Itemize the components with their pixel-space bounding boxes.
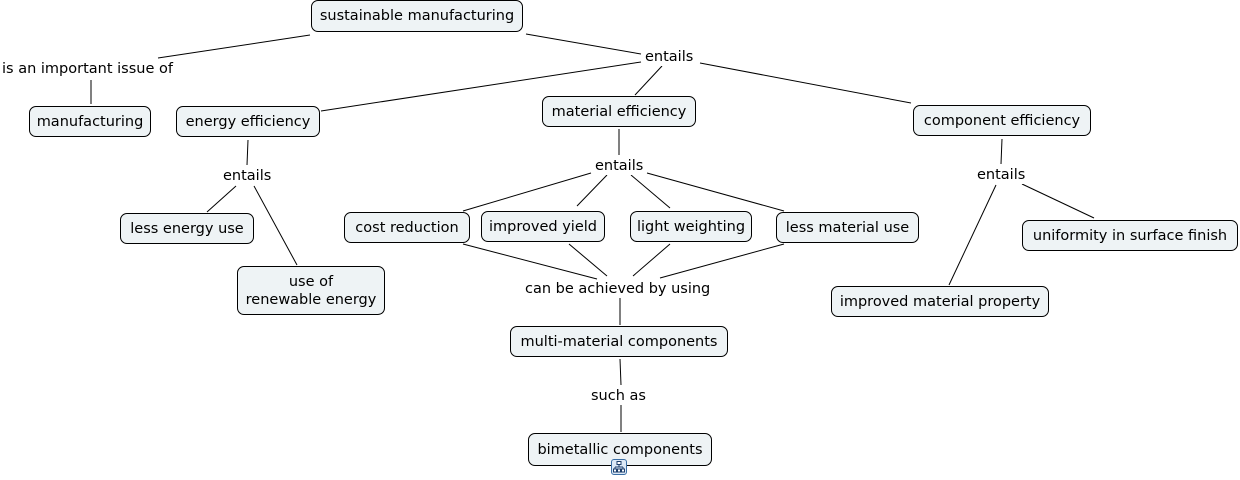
concept-sustainable-manufacturing[interactable]: sustainable manufacturing [311,0,523,32]
concept-less-material-use[interactable]: less material use [776,212,919,243]
link-entails-to-light [630,174,671,209]
link-less-material-to-achieved [659,243,785,279]
link-entails-to-energy [320,61,642,112]
concept-uniformity-in-surface-finish[interactable]: uniformity in surface finish [1022,220,1238,251]
concept-cost-reduction[interactable]: cost reduction [344,212,470,243]
concept-multi-material-components[interactable]: multi-material components [510,326,728,357]
concept-label-line1: use of [288,273,334,290]
concept-label: uniformity in surface finish [1032,227,1228,244]
link-phrase-entails-material[interactable]: entails [594,157,645,175]
concept-label: bimetallic components [537,441,703,458]
concept-label: material efficiency [551,103,687,120]
concept-component-efficiency[interactable]: component efficiency [913,105,1091,136]
concept-label: cost reduction [355,219,459,236]
concept-label: sustainable manufacturing [319,8,515,24]
concept-label: less material use [785,219,910,236]
hierarchy-icon [613,461,625,473]
link-entails-to-less-energy [206,185,237,213]
link-phrase-can-be-achieved-by-using[interactable]: can be achieved by using [524,280,712,298]
link-multi-to-such-as [619,358,622,386]
link-entails-to-material [634,65,663,96]
link-entails-to-component [699,62,912,104]
link-phrase-entails-component[interactable]: entails [976,166,1027,184]
concept-label: improved material property [839,293,1041,310]
link-component-to-entails [1000,138,1003,165]
concept-manufacturing[interactable]: manufacturing [29,106,151,137]
concept-label: less energy use [130,220,244,237]
link-phrase-entails-top[interactable]: entails [644,48,695,66]
link-phrase-entails-energy[interactable]: entails [222,167,273,185]
concept-bimetallic-components[interactable]: bimetallic components [528,433,712,466]
link-sm-to-issue [157,34,311,59]
concept-label: manufacturing [36,113,144,130]
link-entails-to-yield [576,174,608,207]
link-light-to-achieved [632,243,671,277]
link-entails-to-improved-property [948,184,997,286]
link-entails-to-less-material [646,172,785,212]
sub-concept-map-icon[interactable] [611,459,627,475]
link-phrase-such-as[interactable]: such as [590,387,647,405]
concept-label-line2: renewable energy [245,291,377,308]
concept-label: light weighting [636,218,746,235]
concept-light-weighting[interactable]: light weighting [630,211,752,242]
concept-improved-material-property[interactable]: improved material property [831,286,1049,317]
concept-label: component efficiency [923,112,1081,129]
link-energy-to-entails [246,139,249,166]
concept-material-efficiency[interactable]: material efficiency [542,96,696,127]
concept-improved-yield[interactable]: improved yield [481,211,605,242]
link-entails-to-uniformity [1021,183,1095,219]
concept-label: multi-material components [520,333,718,350]
link-yield-to-achieved [568,243,608,277]
concept-label: energy efficiency [185,113,311,130]
link-phrase-is-an-important-issue-of[interactable]: is an important issue of [1,60,174,78]
link-cost-to-achieved [462,243,598,280]
concept-energy-efficiency[interactable]: energy efficiency [176,106,320,137]
concept-use-of-renewable-energy[interactable]: use of renewable energy [237,266,385,315]
link-sm-to-entails [525,33,642,55]
concept-less-energy-use[interactable]: less energy use [120,213,254,244]
concept-label: improved yield [489,218,597,235]
link-entails-to-renewable [253,185,298,266]
link-entails-to-cost [462,172,592,212]
